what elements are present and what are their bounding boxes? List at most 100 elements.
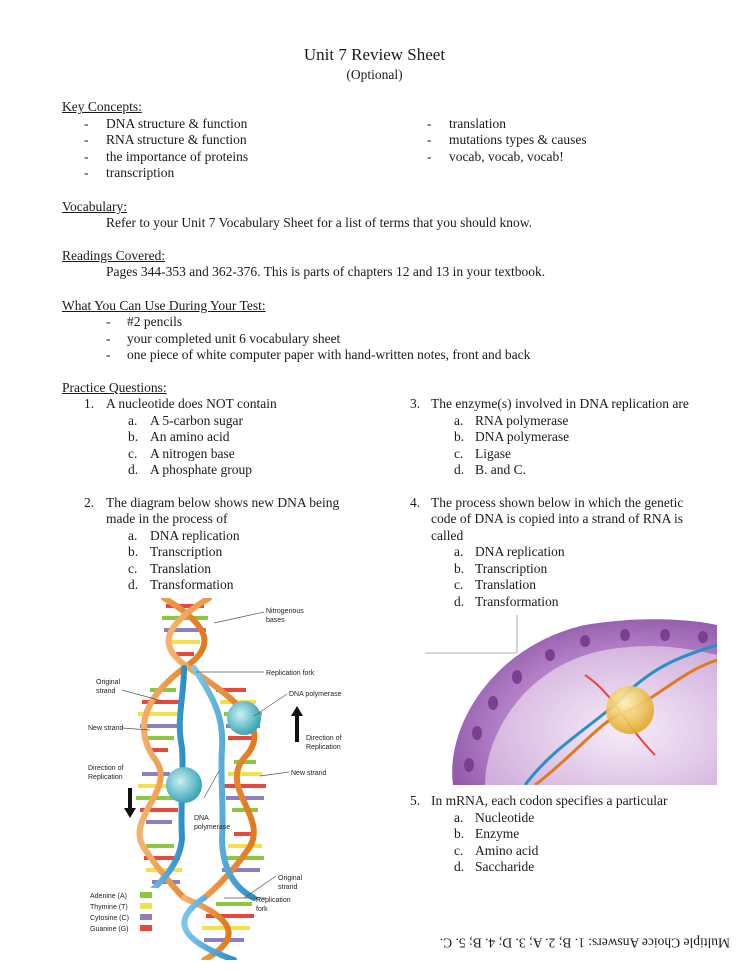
option-text: Transformation xyxy=(475,594,559,609)
option-text: Amino acid xyxy=(475,843,539,858)
bullet-dash: - xyxy=(106,314,111,329)
bullet-dash: - xyxy=(427,132,432,147)
option-letter: a. xyxy=(454,544,464,559)
question-number: 5. xyxy=(410,793,421,808)
question-text: In mRNA, each codon specifies a particul… xyxy=(431,793,668,808)
list-item: translation xyxy=(449,116,506,131)
option-letter: c. xyxy=(128,446,138,461)
option-letter: b. xyxy=(454,429,465,444)
rna-polymerase xyxy=(606,686,654,734)
option-text: An amino acid xyxy=(150,429,230,444)
base-legend: Adenine (A) Thymine (T) Cytosine (C) Gua… xyxy=(86,888,166,938)
legend-label: Adenine (A) xyxy=(90,893,127,900)
legend-label: Guanine (G) xyxy=(90,926,129,933)
option-text: Enzyme xyxy=(475,826,520,841)
label-original-strand: Original xyxy=(278,875,303,882)
diagram-labels: Nitrogenous bases Replication fork Origi… xyxy=(88,608,342,913)
legend-label: Thymine (T) xyxy=(90,904,128,911)
dna-polymerase-top xyxy=(227,701,261,735)
question-number: 4. xyxy=(410,495,421,510)
option-letter: d. xyxy=(128,577,139,592)
answer-key: Multiple Choice Answers: 1. B; 2. A; 3. … xyxy=(439,935,730,951)
bullet-dash: - xyxy=(84,165,89,180)
option-text: Nucleotide xyxy=(475,810,535,825)
option-letter: d. xyxy=(454,859,465,874)
bullet-dash: - xyxy=(106,347,111,362)
legend-swatch xyxy=(140,925,152,931)
option-letter: d. xyxy=(454,462,465,477)
label-direction: Direction of xyxy=(88,765,123,772)
legend-swatch xyxy=(140,892,152,898)
list-item: DNA structure & function xyxy=(106,116,248,131)
question-number: 3. xyxy=(410,396,421,411)
option-letter: a. xyxy=(128,528,138,543)
option-text: DNA polymerase xyxy=(475,429,570,444)
readings-heading: Readings Covered: xyxy=(62,248,166,263)
option-letter: a. xyxy=(454,413,464,428)
vocabulary-text: Refer to your Unit 7 Vocabulary Sheet fo… xyxy=(106,215,533,230)
option-text: DNA replication xyxy=(475,544,565,559)
question-text: The enzyme(s) involved in DNA replicatio… xyxy=(431,396,689,411)
page-title: Unit 7 Review Sheet xyxy=(303,45,446,64)
option-letter: b. xyxy=(454,826,465,841)
label-dna-polymerase: polymerase xyxy=(194,824,230,831)
key-concepts-heading: Key Concepts: xyxy=(62,99,142,114)
dna-polymerase-bottom xyxy=(166,767,202,803)
question-text: code of DNA is copied into a strand of R… xyxy=(431,511,683,526)
option-text: Transcription xyxy=(475,561,548,576)
option-letter: b. xyxy=(454,561,465,576)
question-number: 2. xyxy=(84,495,95,510)
legend-swatch xyxy=(140,903,152,909)
option-text: Translation xyxy=(475,577,537,592)
option-text: Transcription xyxy=(150,544,223,559)
option-text: A phosphate group xyxy=(150,462,252,477)
vocabulary-heading: Vocabulary: xyxy=(62,199,127,214)
label-direction: Replication xyxy=(306,744,341,751)
option-letter: b. xyxy=(128,429,139,444)
option-letter: a. xyxy=(128,413,138,428)
label-new-strand: New strand xyxy=(88,725,124,732)
option-letter: c. xyxy=(454,577,464,592)
option-text: A 5-carbon sugar xyxy=(150,413,243,428)
bullet-dash: - xyxy=(106,331,111,346)
option-text: Translation xyxy=(150,561,212,576)
option-text: B. and C. xyxy=(475,462,527,477)
list-item: the importance of proteins xyxy=(106,149,249,164)
label-new-strand: New strand xyxy=(291,770,327,777)
dna-strands xyxy=(136,598,258,960)
label-direction: Direction of xyxy=(306,735,341,742)
label-dna-polymerase: DNA xyxy=(194,815,209,822)
label-dna-polymerase: DNA polymerase xyxy=(289,691,342,698)
label-original-strand: strand xyxy=(96,688,116,695)
option-text: RNA polymerase xyxy=(475,413,569,428)
label-original-strand: Original xyxy=(96,679,121,686)
option-text: Ligase xyxy=(475,446,511,461)
option-letter: b. xyxy=(128,544,139,559)
transcription-cell-illustration xyxy=(425,615,717,785)
legend-label: Cytosine (C) xyxy=(90,915,129,922)
page-subtitle: (Optional) xyxy=(346,67,403,82)
list-item: RNA structure & function xyxy=(106,132,247,147)
list-item: mutations types & causes xyxy=(449,132,587,147)
list-item: one piece of white computer paper with h… xyxy=(127,347,531,362)
option-letter: a. xyxy=(454,810,464,825)
option-text: Transformation xyxy=(150,577,234,592)
question-text: called xyxy=(431,528,464,543)
readings-text: Pages 344-353 and 362-376. This is parts… xyxy=(106,264,546,279)
question-text: made in the process of xyxy=(106,511,228,526)
option-letter: c. xyxy=(454,843,464,858)
option-text: DNA replication xyxy=(150,528,240,543)
question-text: The diagram below shows new DNA being xyxy=(106,495,340,510)
label-nitrogenous-bases: bases xyxy=(266,617,285,624)
list-item: your completed unit 6 vocabulary sheet xyxy=(127,331,341,346)
list-item: vocab, vocab, vocab! xyxy=(449,149,564,164)
question-text: The process shown below in which the gen… xyxy=(431,495,684,510)
option-text: Saccharide xyxy=(475,859,535,874)
bullet-dash: - xyxy=(427,116,432,131)
option-letter: d. xyxy=(128,462,139,477)
bullet-dash: - xyxy=(84,116,89,131)
option-letter: c. xyxy=(454,446,464,461)
practice-heading: Practice Questions: xyxy=(62,380,167,395)
label-direction: Replication xyxy=(88,774,123,781)
bullet-dash: - xyxy=(84,132,89,147)
